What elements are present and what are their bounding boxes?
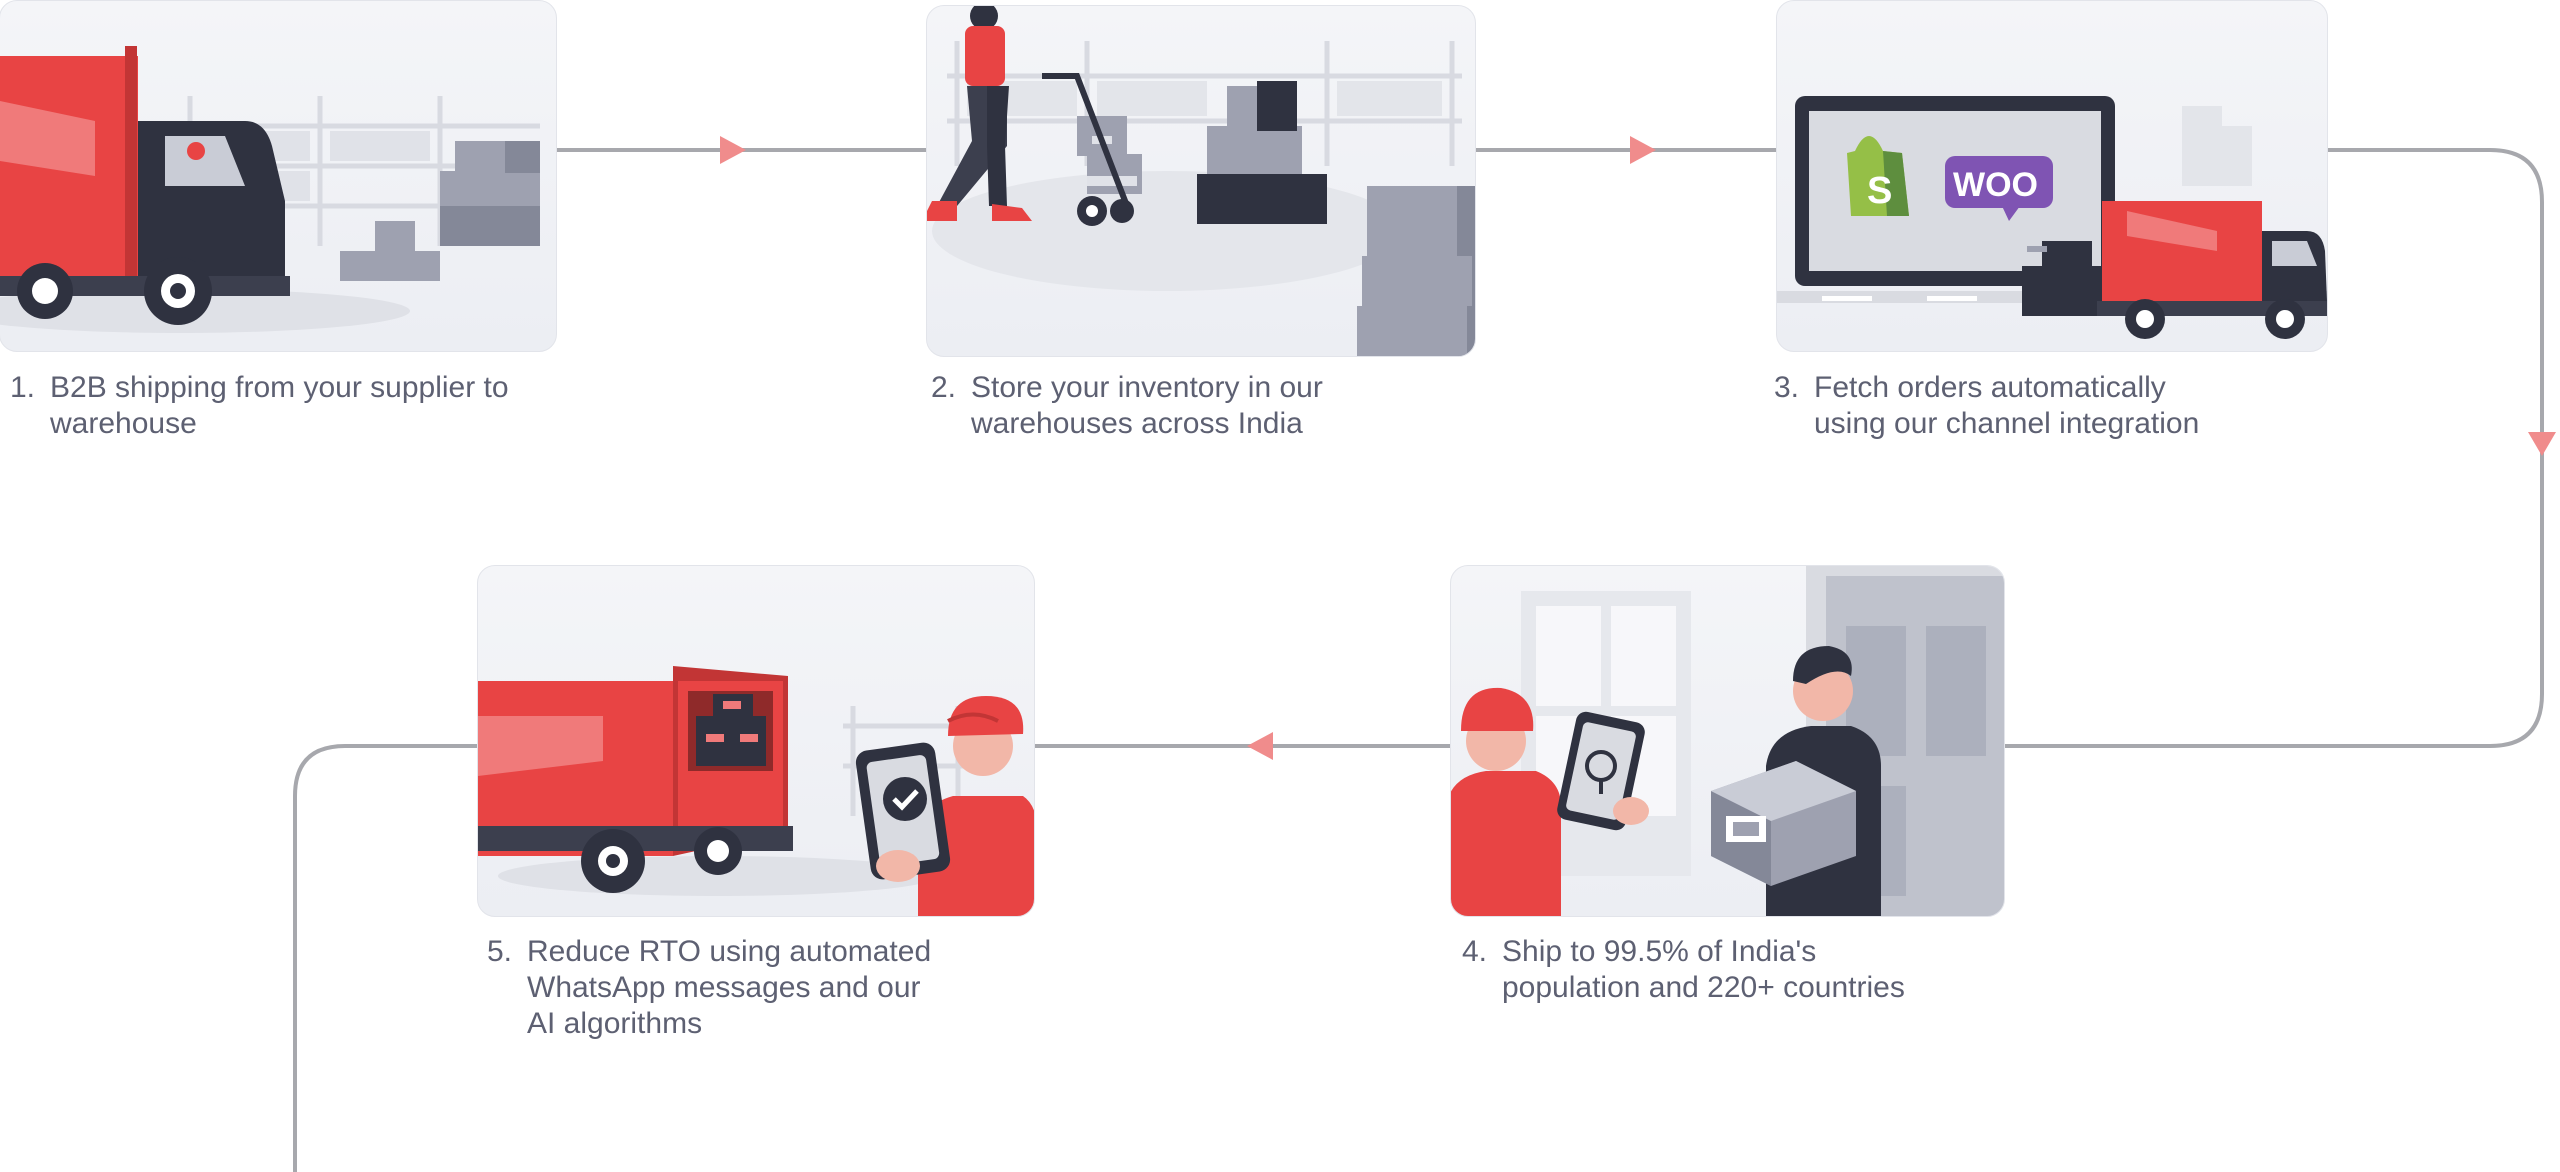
shopify-logo: S <box>1847 136 1909 216</box>
worker-with-hand-truck-image <box>927 6 1475 356</box>
step-number: 5. <box>487 935 513 968</box>
arrow-left-icon <box>1247 732 1273 760</box>
step-number: 2. <box>931 371 957 404</box>
doorstep-delivery-image <box>1451 566 2004 916</box>
connector-5-out <box>293 744 477 1172</box>
step-4-caption: 4. Ship to 99.5% of India's population a… <box>1462 934 2022 1006</box>
step-description: Store your inventory in our warehouses a… <box>971 371 1323 440</box>
step-number: 1. <box>10 371 36 404</box>
step-3-illustration: S WOO <box>1776 0 2328 352</box>
step-1-illustration <box>0 0 557 352</box>
step-1-caption: 1. B2B shipping from your supplier to wa… <box>10 370 570 442</box>
step-2-caption: 2. Store your inventory in our warehouse… <box>931 370 1491 442</box>
step-description: Fetch orders automatically using our cha… <box>1814 371 2200 440</box>
shopify-logo-letter: S <box>1867 170 1892 212</box>
step-4-illustration <box>1450 565 2005 917</box>
arrow-down-icon <box>2528 432 2556 456</box>
step-5-caption: 5. Reduce RTO using automated WhatsApp m… <box>487 934 1047 1042</box>
truck-at-warehouse-image <box>0 46 540 333</box>
step-number: 4. <box>1462 935 1488 968</box>
step-3-caption: 3. Fetch orders automatically using our … <box>1774 370 2334 442</box>
woocommerce-logo: WOO <box>1945 156 2053 221</box>
step-5-illustration <box>477 565 1035 917</box>
arrow-right-icon <box>1630 136 1656 164</box>
woo-logo-text: WOO <box>1953 166 2038 204</box>
channel-integration-screen-image: S WOO <box>1777 96 2327 339</box>
step-description: Reduce RTO using automated WhatsApp mess… <box>527 935 932 1040</box>
step-description: B2B shipping from your supplier to wareh… <box>50 371 509 440</box>
checkmark-icon <box>883 777 927 821</box>
step-2-illustration <box>926 5 1476 357</box>
arrow-right-icon <box>720 136 746 164</box>
step-description: Ship to 99.5% of India's population and … <box>1502 935 1905 1004</box>
step-number: 3. <box>1774 371 1800 404</box>
delivery-verification-image <box>478 666 1034 916</box>
